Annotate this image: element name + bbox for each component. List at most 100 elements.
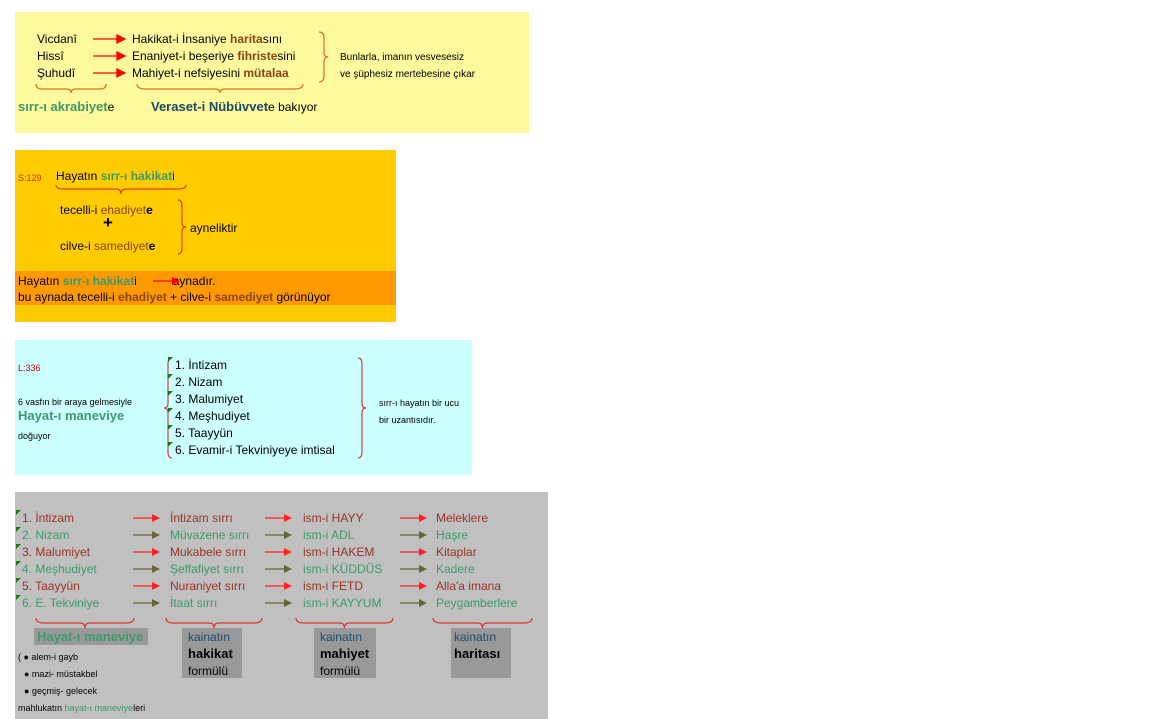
row-4-col-1: 4. Meşhudiyet <box>22 562 97 576</box>
arrow-icon <box>265 531 292 539</box>
row-5-col-4: Alla'a imana <box>436 579 501 593</box>
row-2-col-4: Haşre <box>436 528 469 542</box>
row-6-col-2: İtaat sırrı <box>170 596 218 610</box>
row-2-col-2: Müvazene sırrı <box>170 528 250 542</box>
row-6-col-3: ism-i KAYYUM <box>303 596 382 610</box>
row-5-col-1: 5. Taayyün <box>22 579 80 593</box>
bullet-1: ( ● alem-i gayb <box>18 652 78 662</box>
under-brace-icon <box>136 83 304 94</box>
arrow-icon <box>400 565 427 573</box>
panel3-left-3: doğuyor <box>18 431 51 441</box>
ayneliktir-label: ayneliktir <box>190 221 238 235</box>
hayat-maneviye-box: Hayat-ı maneviye <box>34 628 148 645</box>
under-brace-icon <box>35 617 135 629</box>
under-brace-icon <box>432 617 533 629</box>
arrow-icon <box>265 565 292 573</box>
arrow-icon <box>133 582 160 590</box>
comment-marker-icon <box>168 425 173 430</box>
list-item: 1. İntizam <box>175 358 228 372</box>
plus-sign: + <box>103 213 113 232</box>
row-4-col-3: ism-i KÜDDÜS <box>303 562 383 576</box>
right-brace-icon <box>357 357 367 459</box>
panel3-right-1: sırr-ı hayatın bir ucu <box>379 398 460 408</box>
under-brace-icon <box>55 184 187 195</box>
row-5-col-3: ism-i FETD <box>303 579 363 593</box>
comment-marker-icon <box>16 578 21 583</box>
panel3-left-1: 6 vasfın bir araya gelmesiyle <box>18 397 133 407</box>
row-1-col-3: ism-i HAYY <box>303 511 364 525</box>
label-vicdani: Vicdanî <box>37 32 77 46</box>
label-suhudi: Şuhudî <box>37 66 76 80</box>
under-brace-icon <box>295 617 394 629</box>
comment-marker-icon <box>168 357 173 362</box>
arrow-icon <box>133 565 160 573</box>
arrow-icon <box>400 582 427 590</box>
middle-line-1: Hakikat-i İnsaniye haritasını <box>132 32 283 46</box>
arrow-icon <box>133 514 160 522</box>
arrow-icons <box>93 33 127 79</box>
comment-marker-icon <box>168 442 173 447</box>
row-6-col-4: Peygamberlere <box>436 596 518 610</box>
row-4-col-2: Şeffafiyet sırrı <box>170 562 244 576</box>
middle-line-3: Mahiyet-i nefsiyesini mütalaa <box>132 66 289 80</box>
arrow-icon <box>400 548 427 556</box>
list-item: 5. Taayyün <box>175 426 233 440</box>
tecelli-line: tecelli-i ehadiyete <box>60 203 153 217</box>
arrow-icon <box>265 599 292 607</box>
comment-marker-icon <box>16 510 21 515</box>
comment-marker-icon <box>16 595 21 600</box>
arrow-icon <box>133 531 160 539</box>
row-1-col-2: İntizam sırrı <box>170 511 233 525</box>
row-3-col-2: Mukabele sırrı <box>170 545 247 559</box>
arrow-icon <box>153 277 180 285</box>
list-item: 3. Malumiyet <box>175 392 244 406</box>
right-brace-icon <box>177 199 187 255</box>
akrabiyet-label: sırr-ı akrabiyete <box>18 99 115 115</box>
arrow-icon <box>400 514 427 522</box>
row-2-col-1: 2. Nizam <box>22 528 70 542</box>
arrow-icon <box>265 582 292 590</box>
cilve-line: cilve-i samediyete <box>60 239 156 253</box>
panel3-left-2: Hayat-ı maneviye <box>18 408 125 423</box>
arrow-icon <box>265 548 292 556</box>
row-5-col-2: Nuraniyet sırrı <box>170 579 246 593</box>
row-3-col-3: ism-i HAKEM <box>303 545 375 559</box>
footer-line: mahlukatın hayat-ı maneviyeleri <box>18 703 146 713</box>
panel2-title: Hayatın sırr-ı hakikati <box>56 169 175 183</box>
arrow-icon <box>133 599 160 607</box>
panel-cyan <box>15 340 472 475</box>
orange-band <box>15 271 396 305</box>
row-3-col-4: Kitaplar <box>436 545 477 559</box>
row-2-col-3: ism-i ADL <box>303 528 355 542</box>
comment-marker-icon <box>16 527 21 532</box>
panel-gray <box>15 492 548 719</box>
row-6-col-1: 6. E. Tekviniye <box>22 596 100 610</box>
row-1-col-4: Meleklere <box>436 511 489 525</box>
right-text-1: Bunlarla, imanın vesvesesiz <box>340 52 464 63</box>
arrow-icon <box>265 514 292 522</box>
row-3-col-1: 3. Malumiyet <box>22 545 91 559</box>
comment-marker-icon <box>16 544 21 549</box>
arrow-icon <box>400 531 427 539</box>
middle-line-2: Enaniyet-i beşeriye fihristesini <box>132 49 296 63</box>
veraset-label: Veraset-i Nübüvvete bakıyor <box>151 99 318 115</box>
comment-marker-icon <box>16 561 21 566</box>
ref-l336: L:336 <box>18 363 41 373</box>
right-brace-icon <box>318 31 329 83</box>
list-item: 6. Evamir-i Tekviniyeye imtisal <box>175 443 335 457</box>
bullet-2: ● mazi- müstakbel <box>24 669 98 679</box>
list-item: 2. Nizam <box>175 375 223 389</box>
comment-marker-icon <box>168 391 173 396</box>
band-line-2: bu aynada tecelli-i ehadiyet + cilve-i s… <box>18 290 331 304</box>
list-item: 4. Meşhudiyet <box>175 409 250 423</box>
comment-marker-icon <box>168 374 173 379</box>
right-text-2: ve şüphesiz mertebesine çıkar <box>340 69 476 80</box>
arrow-icon <box>133 548 160 556</box>
comment-marker-icon <box>168 408 173 413</box>
label-hissi: Hissî <box>37 49 64 63</box>
